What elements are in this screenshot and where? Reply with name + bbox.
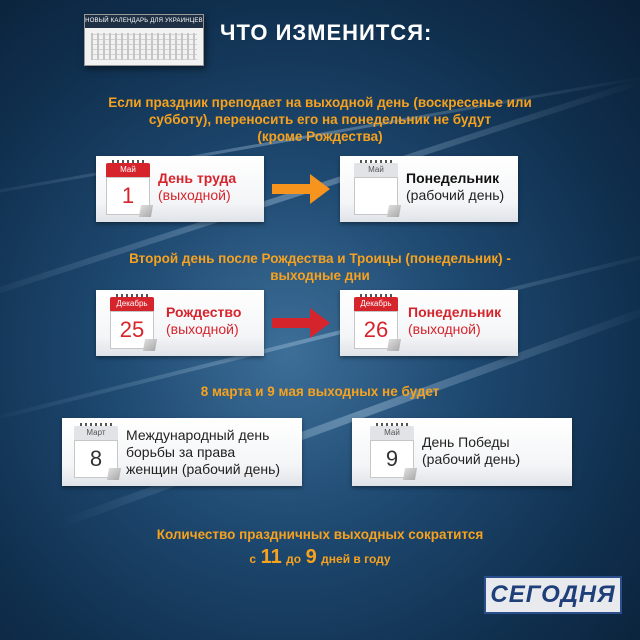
red-arrow-icon	[272, 308, 330, 338]
brand-name: СЕГОДНЯ	[490, 581, 616, 608]
card-line: (рабочий день)	[422, 451, 521, 467]
card-march-8: Март 8 Международный день борьбы за прав…	[62, 418, 302, 486]
orange-arrow-icon	[272, 174, 330, 204]
card-title: Рождество	[166, 304, 242, 320]
card-subtitle: (выходной)	[158, 187, 231, 203]
calendar-logo: НОВЫЙ КАЛЕНДАРЬ ДЛЯ УКРАИНЦЕВ	[84, 14, 204, 66]
section1-text-line: (кроме Рождества)	[257, 129, 383, 144]
section1-text-line: субботу), переносить его на понедельник …	[148, 112, 492, 127]
card-subtitle: (выходной)	[408, 321, 481, 337]
calendar-page-curl	[402, 468, 418, 480]
footer-word: с	[249, 552, 257, 566]
card-title: Понедельник	[408, 304, 502, 320]
logo-grid	[91, 33, 197, 60]
card-line: Международный день	[126, 427, 270, 443]
card-line: борьбы за права	[126, 444, 236, 460]
calendar-icon: Май 1	[106, 160, 154, 217]
section1-text-line: Если праздник преподает на выходной день…	[108, 95, 532, 110]
footer-word: дней в году	[321, 552, 391, 566]
card-text: Понедельник (рабочий день)	[406, 170, 504, 204]
calendar-page-curl	[386, 205, 402, 217]
card-text: День труда (выходной)	[158, 170, 236, 204]
card-title: Понедельник	[406, 170, 500, 186]
page-title: ЧТО ИЗМЕНИТСЯ:	[220, 20, 433, 45]
calendar-page-curl	[106, 468, 122, 480]
calendar-icon: Декабрь 26	[354, 294, 402, 351]
card-labor-day: Май 1 День труда (выходной)	[96, 156, 264, 222]
section1-text: Если праздник преподает на выходной день…	[60, 94, 580, 145]
card-line: женщин (рабочий день)	[126, 461, 281, 477]
section2-text: Второй день после Рождества и Троицы (по…	[60, 250, 580, 284]
calendar-day: 9	[370, 440, 414, 478]
calendar-page-curl	[386, 339, 402, 351]
calendar-month: Май	[354, 163, 398, 177]
card-may-9: Май 9 День Победы (рабочий день)	[352, 418, 572, 486]
calendar-icon: Март 8	[74, 423, 122, 480]
footer-line1: Количество праздничных выходных сократит…	[156, 527, 484, 542]
calendar-month: Май	[106, 163, 150, 177]
brand-logo: СЕГОДНЯ	[484, 576, 622, 614]
card-text: День Победы (рабочий день)	[422, 434, 520, 468]
card-subtitle: (рабочий день)	[406, 187, 505, 203]
card-christmas: Декабрь 25 Рождество (выходной)	[96, 290, 264, 356]
calendar-month: Декабрь	[110, 297, 154, 311]
calendar-day: 25	[110, 311, 154, 349]
calendar-page-curl	[138, 205, 154, 217]
card-text: Понедельник (выходной)	[408, 304, 501, 338]
card-text: Международный день борьбы за права женщи…	[126, 427, 280, 478]
footer-line2: с 11 до 9 дней в году	[0, 546, 640, 569]
card-monday-holiday: Декабрь 26 Понедельник (выходной)	[340, 290, 518, 356]
card-title: День труда	[158, 170, 237, 186]
calendar-icon: Май 9	[370, 423, 418, 480]
footer-number-to: 9	[305, 546, 317, 568]
section2-text-line: Второй день после Рождества и Троицы (по…	[129, 251, 511, 266]
card-line: День Победы	[422, 434, 510, 450]
footer-number-from: 11	[260, 546, 282, 568]
calendar-icon: Декабрь 25	[110, 294, 158, 351]
calendar-month: Декабрь	[354, 297, 398, 311]
card-monday-working: Май Понедельник (рабочий день)	[340, 156, 518, 222]
calendar-month: Март	[74, 426, 118, 440]
section2-text-line: выходные дни	[270, 268, 370, 283]
section3-text: 8 марта и 9 мая выходных не будет	[200, 384, 440, 399]
calendar-icon: Май	[354, 160, 402, 217]
logo-caption: НОВЫЙ КАЛЕНДАРЬ ДЛЯ УКРАИНЦЕВ	[85, 15, 203, 28]
footer-word: до	[286, 552, 302, 566]
card-text: Рождество (выходной)	[166, 304, 241, 338]
card-subtitle: (выходной)	[166, 321, 239, 337]
calendar-page-curl	[142, 339, 158, 351]
calendar-month: Май	[370, 426, 414, 440]
